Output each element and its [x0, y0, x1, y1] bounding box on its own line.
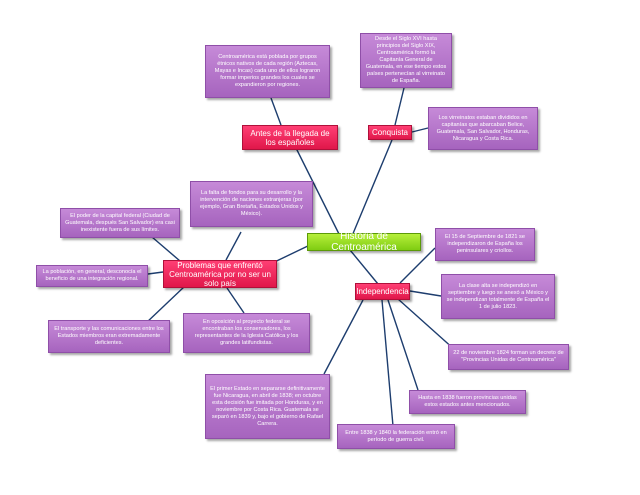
- central-topic-label: Historia de Centroamérica: [331, 231, 397, 253]
- connector-problemas-4: [144, 285, 186, 325]
- topic-problemas-label: Problemas que enfrentó Centroamérica por…: [169, 260, 271, 288]
- connector-indep-4: [387, 299, 419, 391]
- connector-indep-6: [323, 299, 364, 375]
- note-conquista-2[interactable]: Los virreinatos estaban divididos en cap…: [428, 107, 538, 150]
- note-indep-5[interactable]: Entre 1838 y 1840 la federación entró en…: [337, 424, 455, 449]
- connector-central-conquista: [351, 139, 393, 237]
- note-problemas-2[interactable]: El poder de la capital federal (Ciudad d…: [60, 208, 180, 238]
- note-problemas-2-text: El poder de la capital federal (Ciudad d…: [65, 212, 175, 233]
- note-problemas-1[interactable]: La falta de fondos para su desarrollo y …: [190, 181, 313, 227]
- connector-problemas-1: [225, 231, 242, 261]
- note-indep-4-text: Hasta en 1838 fueron provincias unidas e…: [418, 395, 517, 408]
- topic-independencia-label: Independencia: [356, 287, 409, 296]
- connector-problemas-3: [147, 271, 164, 275]
- topic-conquista[interactable]: Conquista: [368, 125, 412, 140]
- note-indep-6-text: El primer Estado en separarse definitiva…: [210, 385, 325, 427]
- connector-conquista-2: [411, 127, 429, 133]
- note-antes-1[interactable]: Centroamérica está poblada por grupos ét…: [205, 45, 330, 98]
- note-indep-4[interactable]: Hasta en 1838 fueron provincias unidas e…: [409, 390, 526, 414]
- topic-problemas[interactable]: Problemas que enfrentó Centroamérica por…: [163, 260, 277, 288]
- note-indep-2-text: La clase alta se independizó en septiemb…: [446, 282, 550, 310]
- note-conquista-2-text: Los virreinatos estaban divididos en cap…: [436, 114, 530, 142]
- note-indep-5-text: Entre 1838 y 1840 la federación entró en…: [345, 429, 447, 443]
- central-topic[interactable]: Historia de Centroamérica: [307, 231, 421, 253]
- note-antes-1-text: Centroamérica está poblada por grupos ét…: [214, 54, 321, 88]
- note-conquista-1[interactable]: Desde el Siglo XVI hasta principios del …: [360, 33, 452, 88]
- note-problemas-1-text: La falta de fondos para su desarrollo y …: [200, 190, 303, 217]
- connector-indep-3: [397, 298, 456, 351]
- connector-indep-5: [381, 299, 394, 427]
- topic-independencia[interactable]: Independencia: [355, 283, 410, 300]
- note-indep-3[interactable]: 22 de noviembre 1824 forman un decreto d…: [448, 344, 569, 370]
- connector-indep-1: [399, 247, 436, 284]
- note-problemas-4-text: El transporte y las comunicaciones entre…: [54, 326, 164, 346]
- note-problemas-3-text: La población, en general, desconocía el …: [42, 269, 142, 282]
- note-problemas-4[interactable]: El transporte y las comunicaciones entre…: [48, 320, 170, 353]
- note-problemas-3[interactable]: La población, en general, desconocía el …: [36, 265, 148, 287]
- note-indep-2[interactable]: La clase alta se independizó en septiemb…: [441, 274, 555, 319]
- topic-antes[interactable]: Antes de la llegada de los españoles: [242, 125, 338, 150]
- connector-central-antes: [291, 139, 341, 237]
- note-conquista-1-text: Desde el Siglo XVI hasta principios del …: [365, 36, 447, 84]
- connector-conquista-1: [394, 87, 405, 126]
- topic-antes-label: Antes de la llegada de los españoles: [250, 128, 330, 147]
- note-problemas-5[interactable]: En oposición al proyecto federal se enco…: [183, 313, 310, 353]
- connector-central-independencia: [349, 249, 379, 285]
- topic-conquista-label: Conquista: [371, 128, 409, 137]
- note-indep-1[interactable]: El 15 de Septiembre de 1821 se independi…: [435, 228, 535, 261]
- note-indep-1-text: El 15 de Septiembre de 1821 se independi…: [445, 234, 525, 254]
- connector-problemas-5: [226, 287, 245, 314]
- note-problemas-5-text: En oposición al proyecto federal se enco…: [194, 319, 299, 346]
- note-indep-3-text: 22 de noviembre 1824 forman un decreto d…: [453, 350, 564, 363]
- connector-antes-1: [270, 97, 282, 126]
- connector-indep-2: [409, 290, 442, 297]
- note-indep-6[interactable]: El primer Estado en separarse definitiva…: [205, 374, 330, 439]
